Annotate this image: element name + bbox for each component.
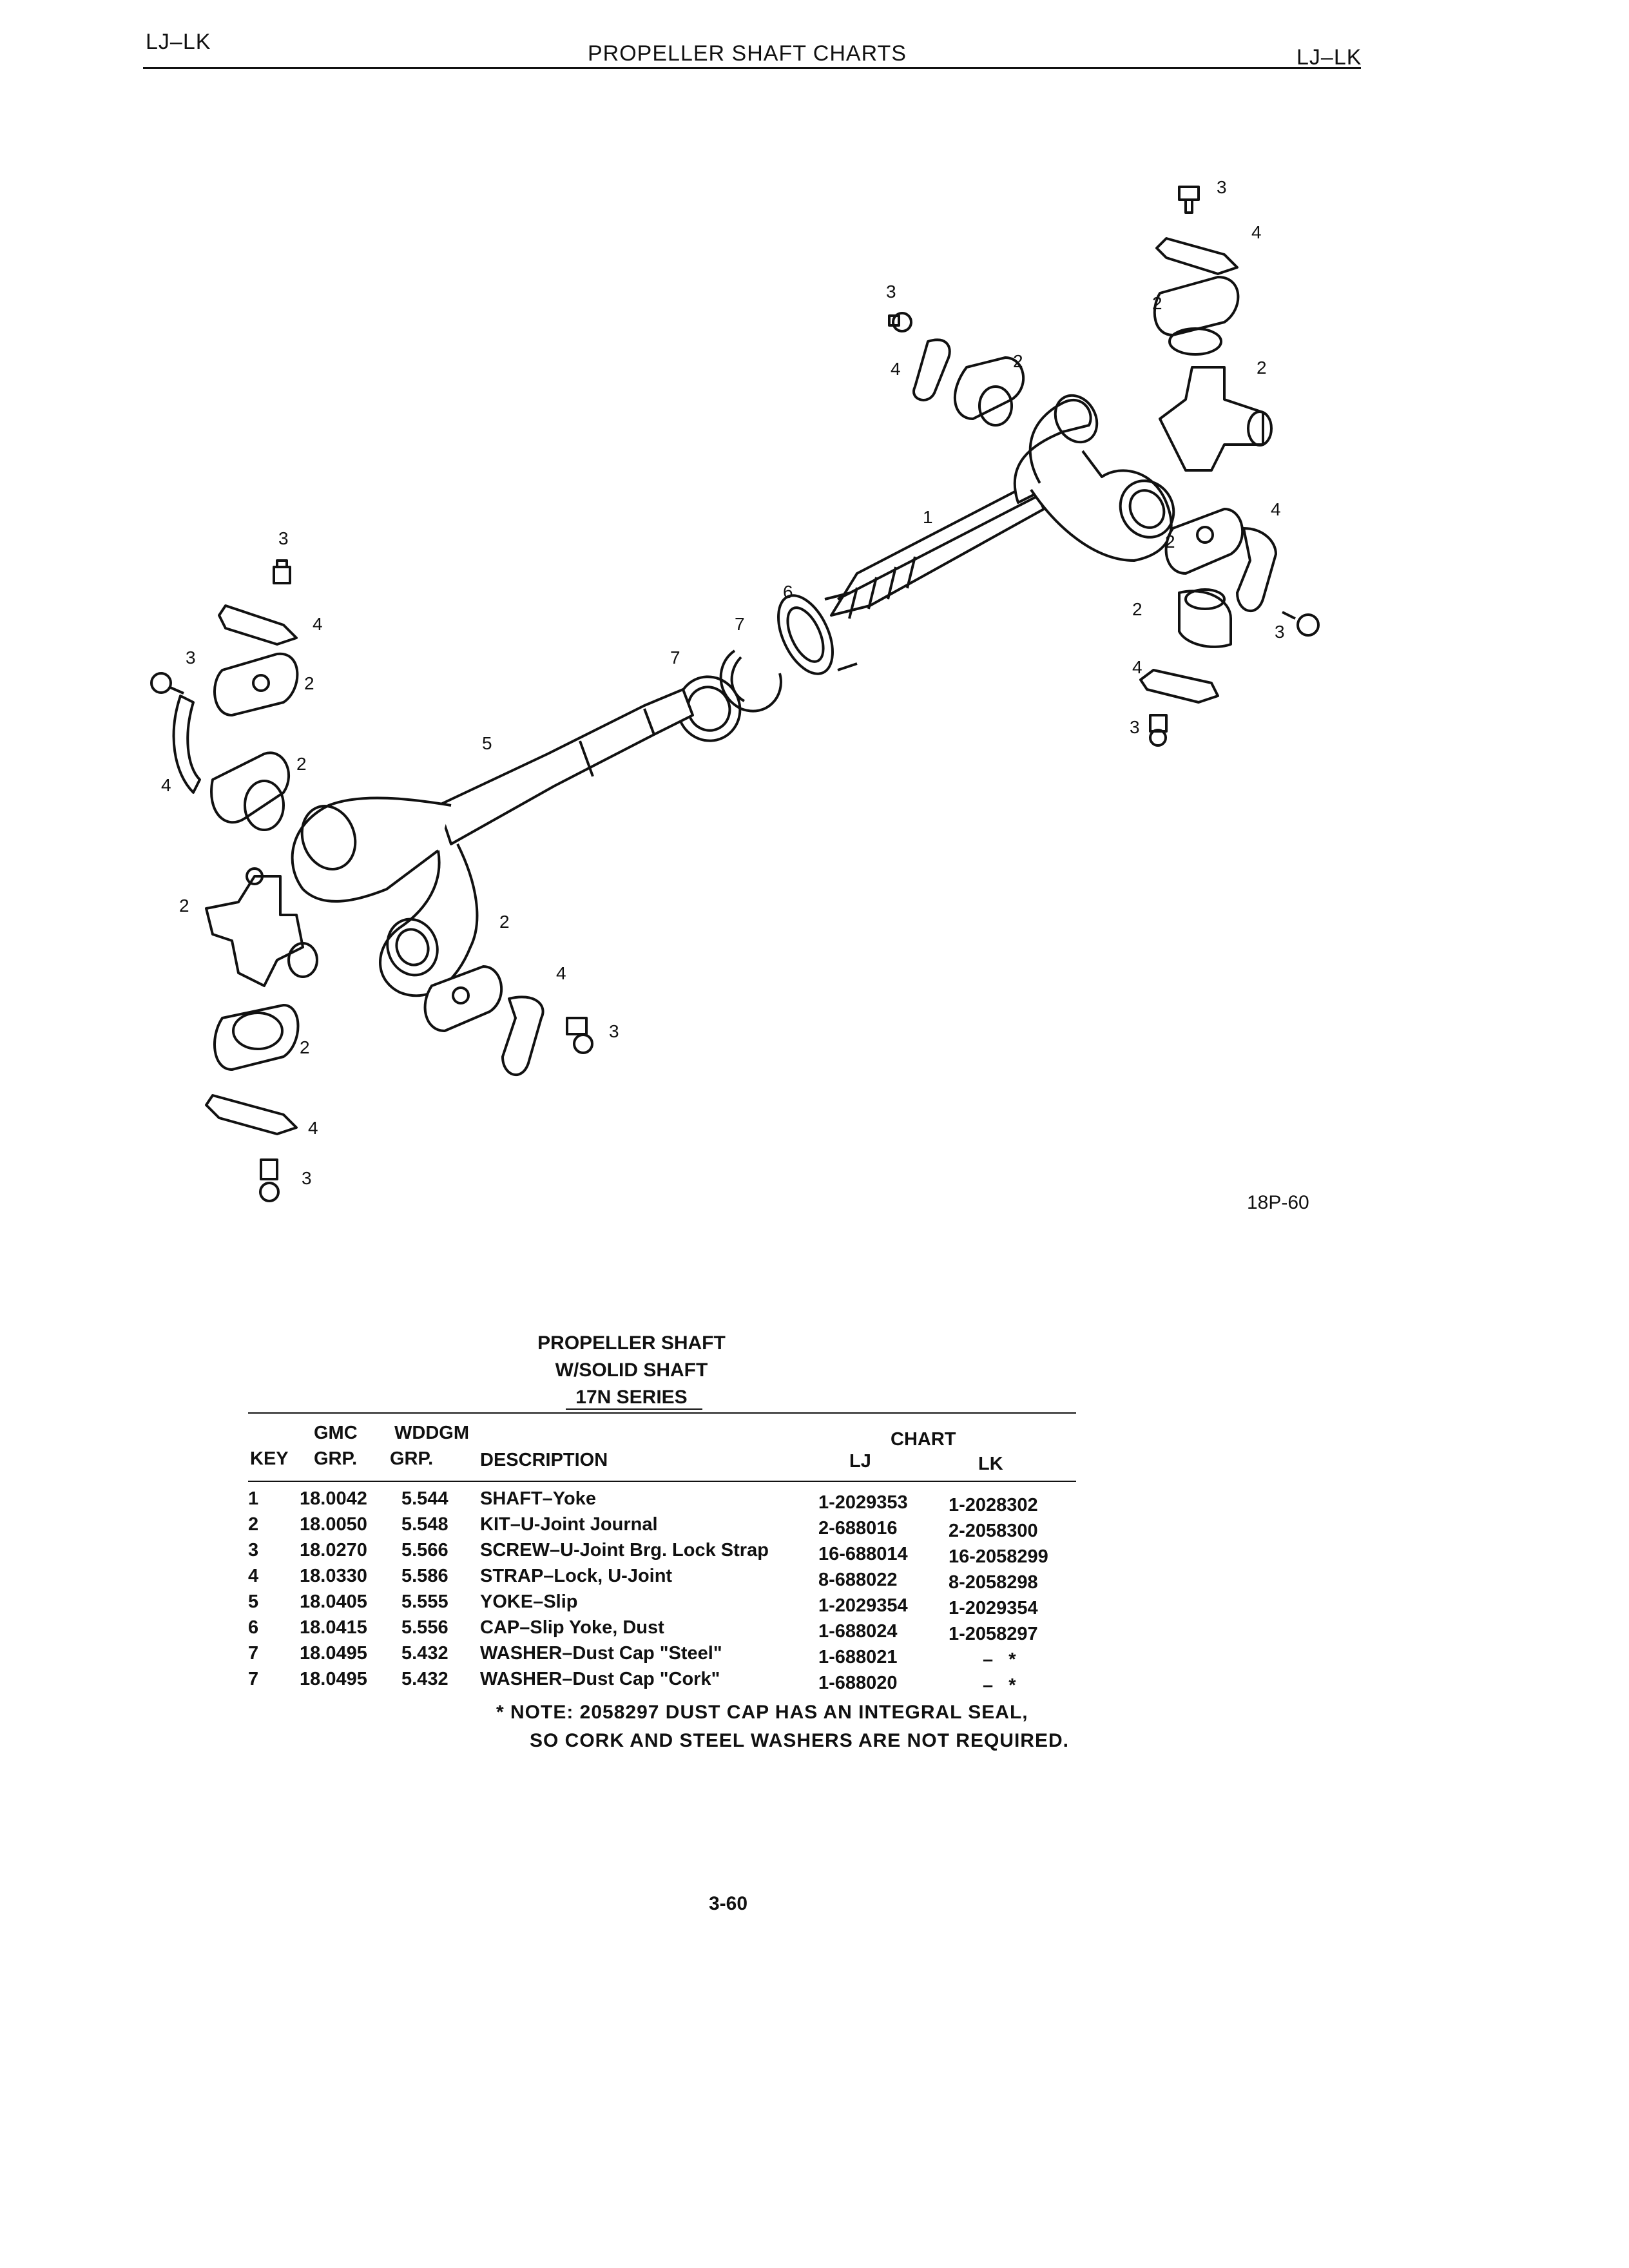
callout-2-left-bottom: 2 bbox=[300, 1037, 310, 1057]
col-description: DESCRIPTION bbox=[480, 1450, 608, 1470]
callout-2-right-cap: 2 bbox=[1165, 532, 1175, 552]
table-top-rule bbox=[248, 1412, 1076, 1414]
callout-4-right-bottom: 4 bbox=[1132, 657, 1142, 677]
col-wddgm-bottom: GRP. bbox=[390, 1448, 434, 1469]
callout-2-middle: 2 bbox=[499, 912, 510, 932]
callout-5: 5 bbox=[482, 733, 492, 753]
callout-3-left-bottom: 3 bbox=[302, 1168, 312, 1188]
page-title: PROPELLER SHAFT CHARTS bbox=[588, 41, 907, 66]
col-gmc-bottom: GRP. bbox=[314, 1448, 358, 1469]
callout-2-left-cap: 2 bbox=[296, 754, 307, 774]
callout-2-left-top: 2 bbox=[304, 673, 314, 693]
callout-2-right-journal: 2 bbox=[1257, 358, 1267, 378]
callout-3-right-mid: 3 bbox=[1275, 622, 1285, 642]
table-row: 4 18.0330 5.586 STRAP–Lock, U-Joint 8-68… bbox=[248, 1566, 1038, 1593]
callout-1: 1 bbox=[923, 507, 933, 527]
header-right-code: LJ–LK bbox=[1296, 45, 1362, 70]
table-title-line-1: PROPELLER SHAFT bbox=[537, 1332, 726, 1354]
col-lk: LK bbox=[978, 1454, 1003, 1474]
header-left-code: LJ–LK bbox=[146, 30, 211, 54]
table-row: 2 18.0050 5.548 KIT–U-Joint Journal 2-68… bbox=[248, 1514, 1038, 1541]
table-row: 3 18.0270 5.566 SCREW–U-Joint Brg. Lock … bbox=[248, 1540, 1048, 1567]
table-title-line-3: 17N SERIES bbox=[575, 1387, 688, 1408]
header-rule bbox=[143, 67, 1361, 69]
callout-6: 6 bbox=[783, 582, 793, 602]
callout-4-upper: 4 bbox=[891, 359, 901, 379]
callout-3-right-bottom: 3 bbox=[1130, 717, 1140, 737]
col-wddgm-top: WDDGM bbox=[394, 1423, 469, 1443]
shaft-yoke-part bbox=[830, 394, 1175, 619]
col-key: KEY bbox=[250, 1448, 289, 1469]
callout-4-right-mid: 4 bbox=[1271, 499, 1281, 519]
callout-2-left-journal: 2 bbox=[179, 896, 189, 916]
left-ujoint-assembly bbox=[150, 559, 593, 1202]
page-number: 3-60 bbox=[709, 1893, 748, 1914]
dust-cap-part bbox=[777, 591, 858, 675]
callout-7-cork: 7 bbox=[670, 648, 680, 668]
col-chart: CHART bbox=[891, 1429, 956, 1450]
callout-4-left-side: 4 bbox=[161, 775, 171, 795]
table-row: 5 18.0405 5.555 YOKE–Slip 1-2029354 1-20… bbox=[248, 1591, 1038, 1619]
figure-id: 18P-60 bbox=[1247, 1192, 1309, 1213]
slip-yoke-part bbox=[291, 688, 694, 997]
callout-3-left-side: 3 bbox=[186, 648, 196, 668]
callout-4-left-top: 4 bbox=[313, 614, 323, 634]
callout-4-right-top: 4 bbox=[1251, 222, 1262, 242]
col-lj: LJ bbox=[849, 1451, 871, 1472]
table-title-line-2: W/SOLID SHAFT bbox=[555, 1360, 708, 1381]
callout-3-middle: 3 bbox=[609, 1021, 619, 1041]
table-note-line-1: * NOTE: 2058297 DUST CAP HAS AN INTEGRAL… bbox=[496, 1702, 1028, 1723]
table-row: 7 18.0495 5.432 WASHER–Dust Cap "Steel" … bbox=[248, 1643, 1016, 1670]
callout-3-upper: 3 bbox=[886, 282, 896, 302]
callout-4-middle: 4 bbox=[556, 963, 566, 983]
callout-2-right-top: 2 bbox=[1152, 293, 1162, 313]
callout-2-right-lower: 2 bbox=[1132, 599, 1142, 619]
callout-2-upper: 2 bbox=[1013, 351, 1023, 371]
right-ujoint-assembly bbox=[888, 186, 1320, 747]
callout-7-steel: 7 bbox=[735, 614, 745, 634]
callout-3-left-top: 3 bbox=[278, 528, 289, 548]
callout-4-left-bottom: 4 bbox=[308, 1118, 318, 1138]
table-row: 1 18.0042 5.544 SHAFT–Yoke 1-2029353 1-2… bbox=[248, 1488, 1038, 1515]
table-row: 7 18.0495 5.432 WASHER–Dust Cap "Cork" 1… bbox=[248, 1669, 1016, 1696]
title-underline bbox=[566, 1408, 702, 1410]
table-header-rule bbox=[248, 1481, 1076, 1482]
table-note-line-2: SO CORK AND STEEL WASHERS ARE NOT REQUIR… bbox=[530, 1730, 1069, 1751]
washer-steel-part bbox=[719, 649, 782, 713]
col-gmc-top: GMC bbox=[314, 1423, 358, 1443]
callout-3-right-top: 3 bbox=[1217, 177, 1227, 197]
table-row: 6 18.0415 5.556 CAP–Slip Yoke, Dust 1-68… bbox=[248, 1617, 1038, 1644]
